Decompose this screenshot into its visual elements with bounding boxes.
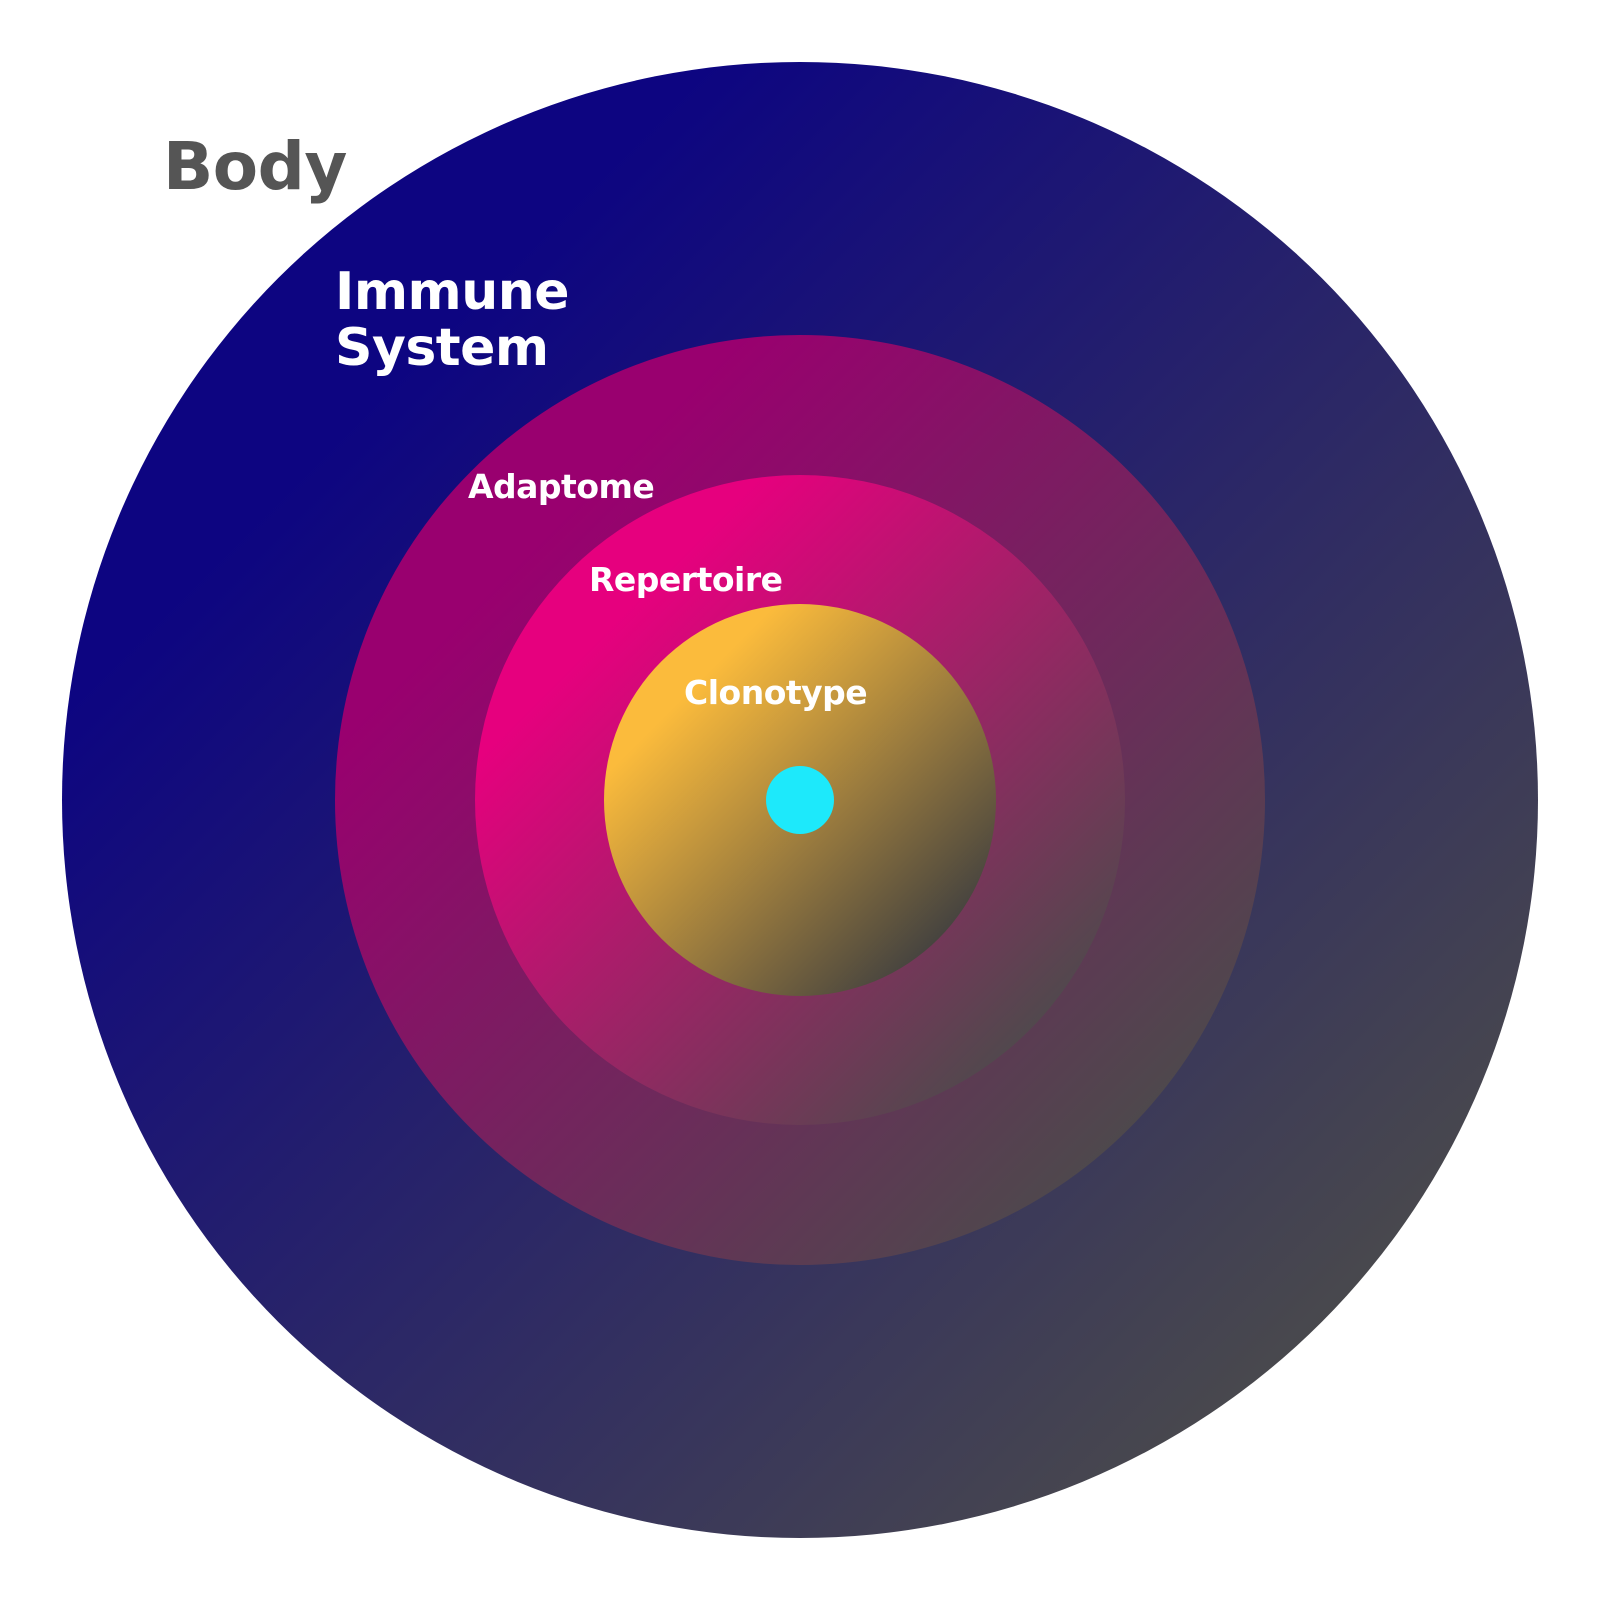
immune-system-label: Immune System <box>335 262 570 378</box>
core-dot <box>766 766 834 834</box>
immune-system-label-line-1: Immune <box>335 262 570 322</box>
adaptome-label: Adaptome <box>468 467 655 506</box>
immune-system-label-line-2: System <box>335 318 549 378</box>
body-label: Body <box>163 128 347 205</box>
repertoire-label: Repertoire <box>589 560 783 599</box>
clonotype-label: Clonotype <box>684 673 868 712</box>
